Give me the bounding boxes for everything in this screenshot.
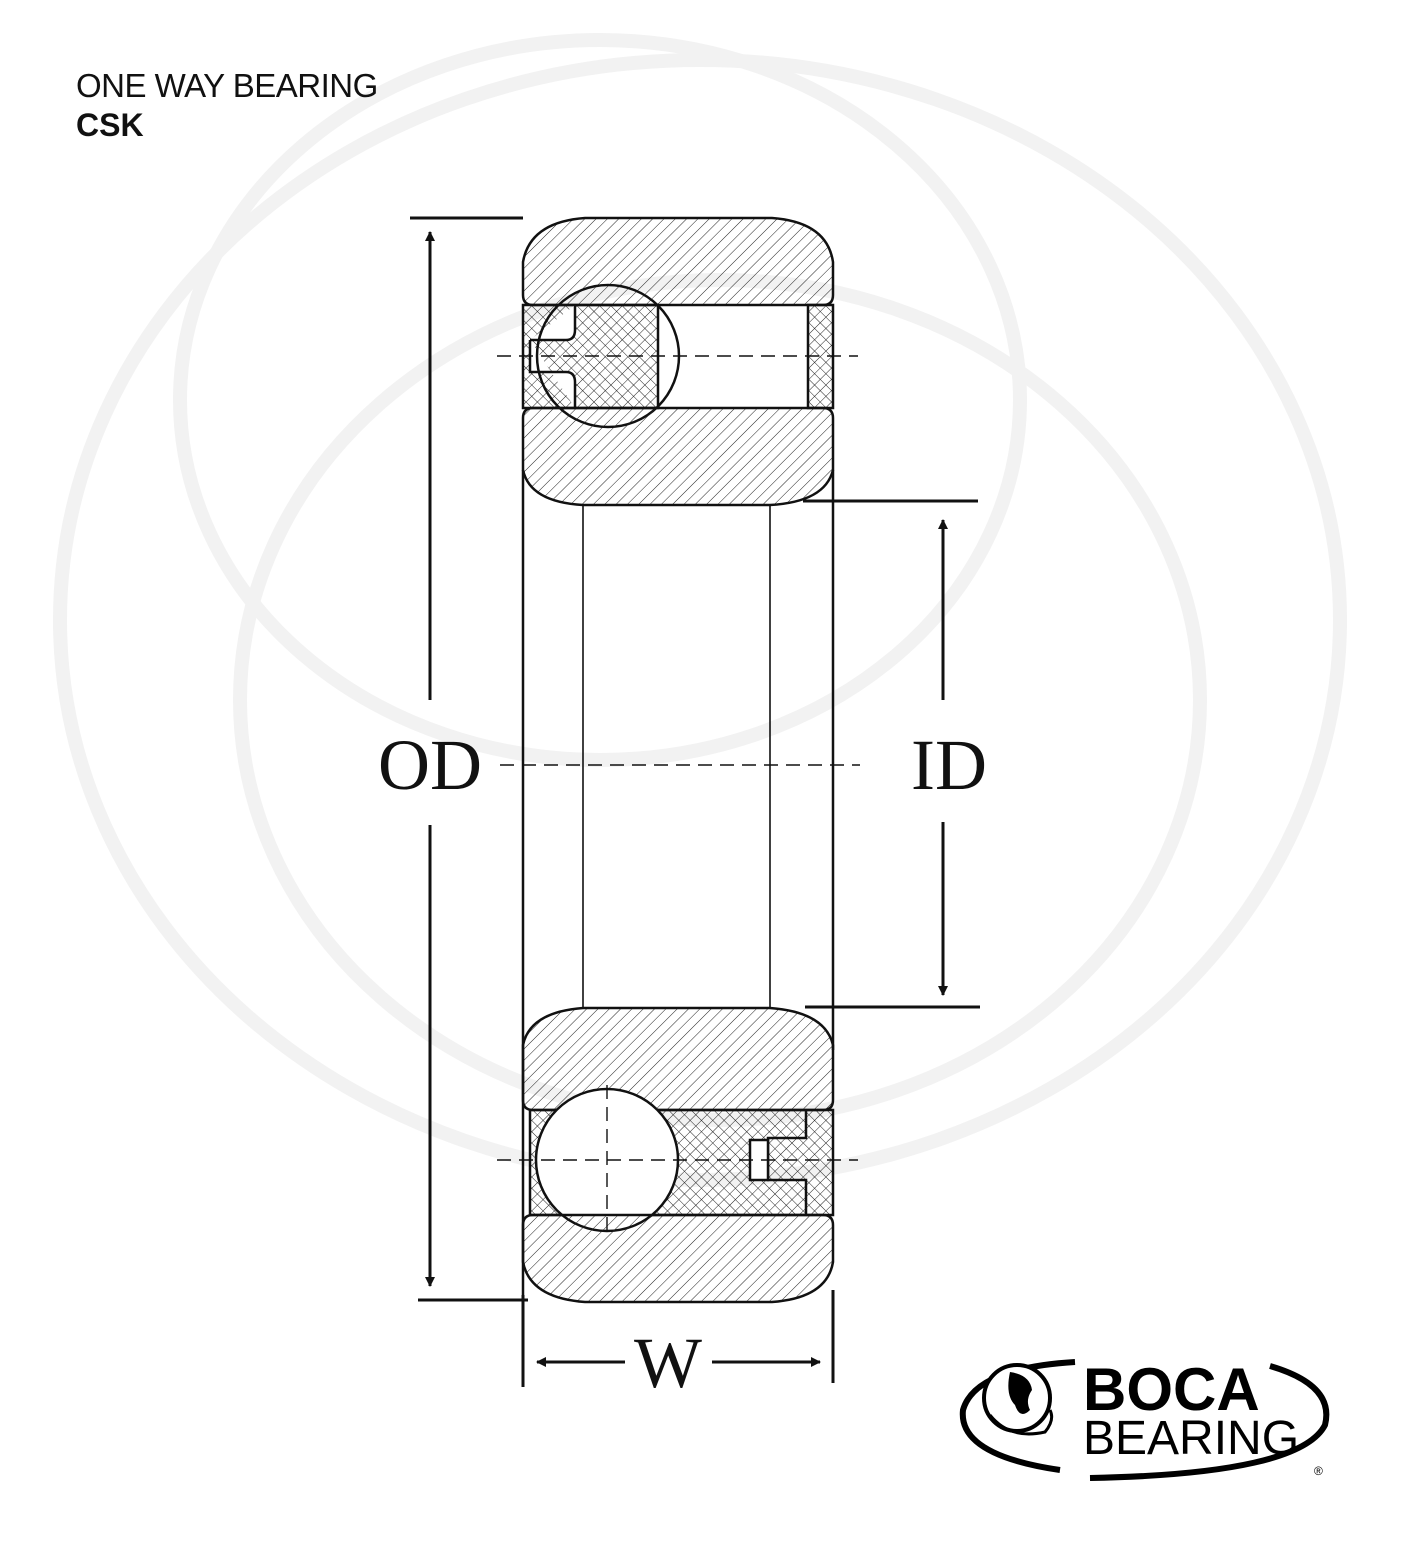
- od-dimension: [410, 216, 528, 1302]
- bottom-outer-ring: [521, 1213, 835, 1304]
- boca-bearing-logo-graphic: [959, 1359, 1330, 1481]
- od-label: OD: [378, 725, 482, 805]
- id-dimension: [803, 499, 980, 1009]
- logo-registered-mark: ®: [1314, 1464, 1323, 1478]
- top-inner-ring: [521, 406, 835, 507]
- w-dimension: [521, 1290, 835, 1387]
- top-cage-notch: [528, 305, 577, 408]
- w-label: W: [634, 1323, 702, 1403]
- bottom-inner-ring: [521, 1006, 835, 1112]
- product-model-title: CSK: [76, 107, 144, 143]
- product-type-title: ONE WAY BEARING: [76, 67, 378, 104]
- top-outer-ring: [521, 216, 835, 307]
- logo-text-boca: BOCA: [1083, 1356, 1260, 1423]
- logo-text-bearing: BEARING: [1083, 1412, 1300, 1465]
- top-cage-right: [806, 303, 835, 410]
- id-label: ID: [911, 725, 987, 805]
- center-lines: [497, 355, 860, 1237]
